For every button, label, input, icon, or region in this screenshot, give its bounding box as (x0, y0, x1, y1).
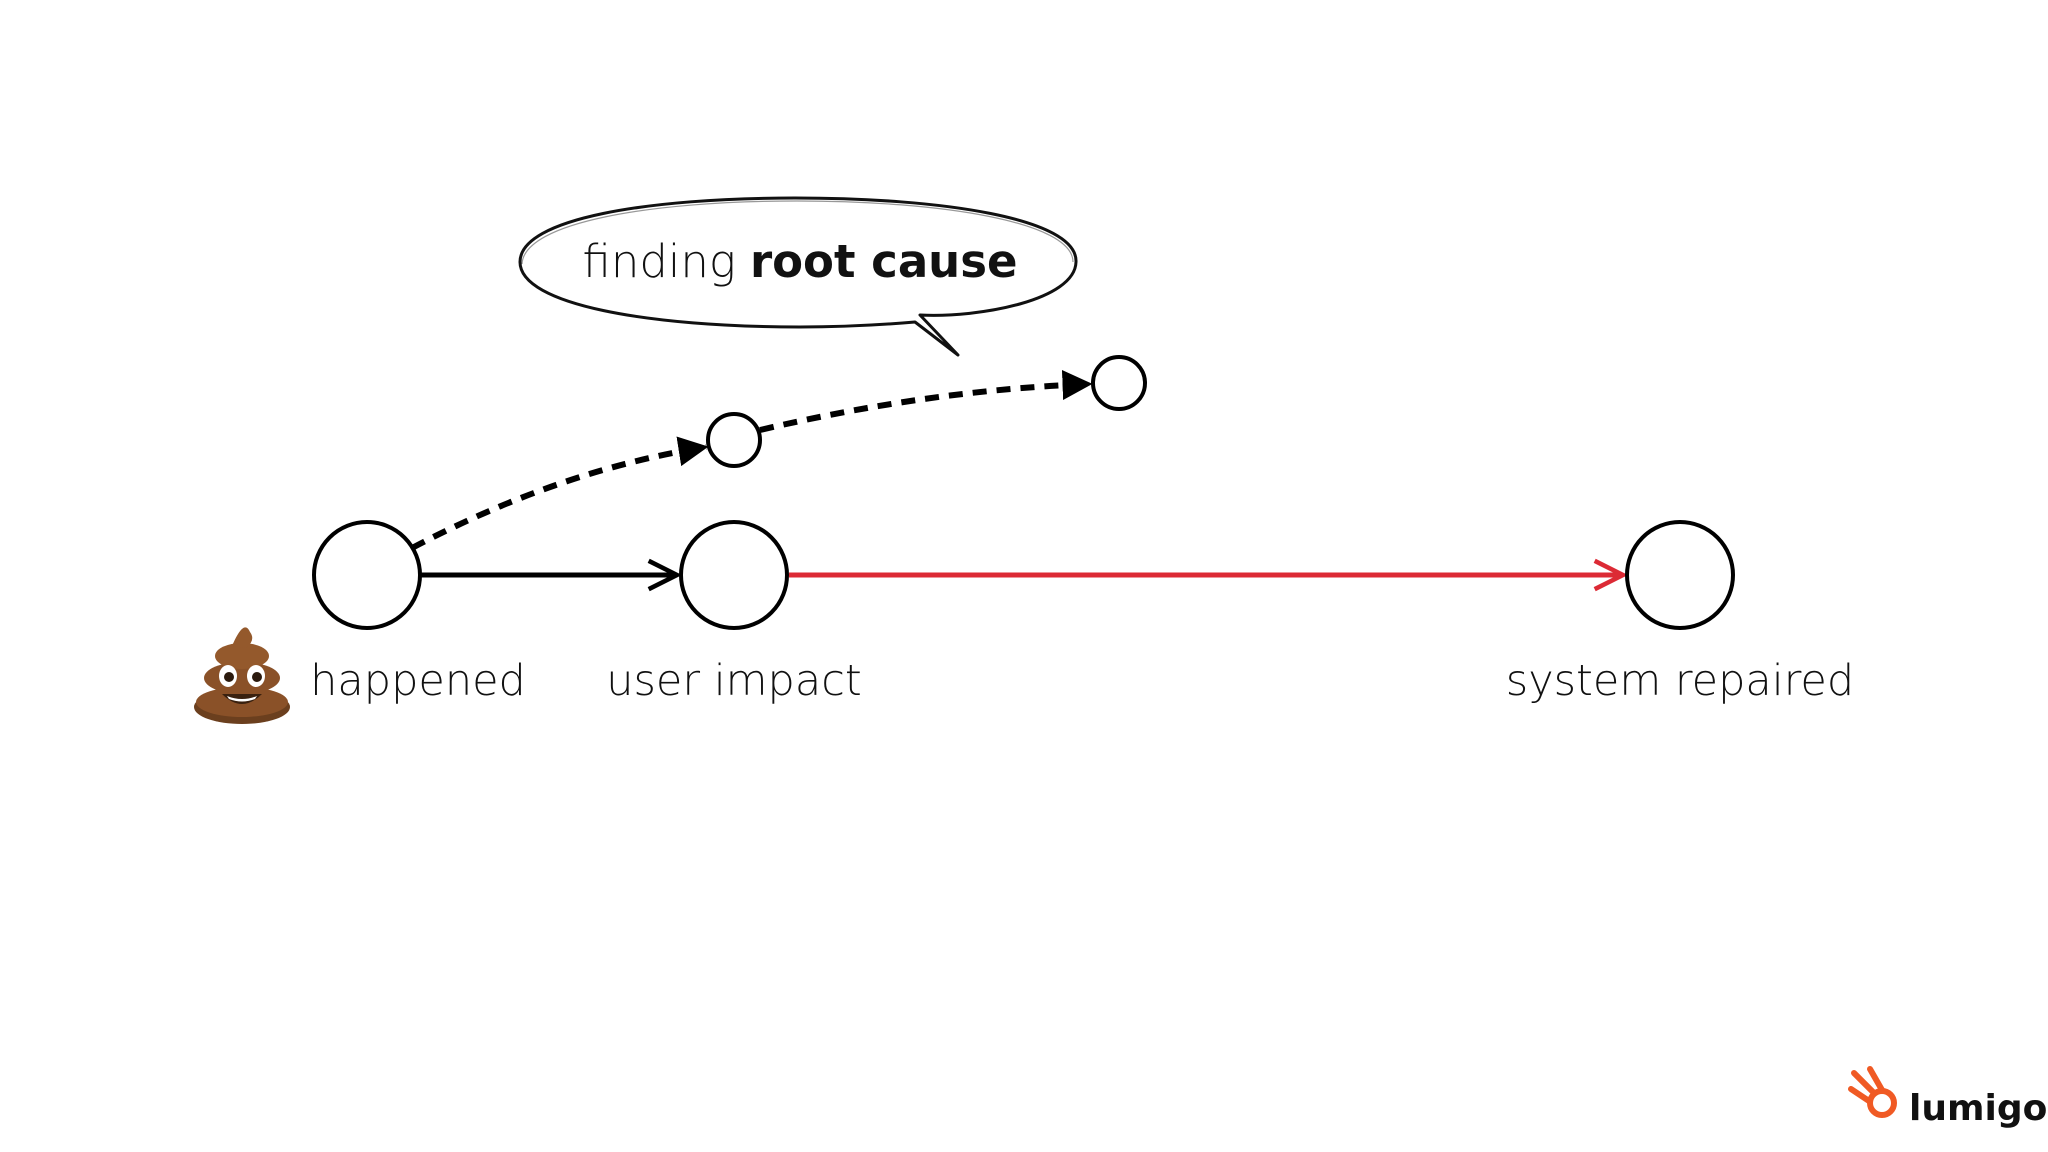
lumigo-logo-icon (1848, 1066, 1897, 1118)
node-user-impact (679, 520, 789, 630)
label-user-impact: user impact (606, 656, 861, 706)
speech-bubble-text-regular: finding (582, 235, 735, 288)
node-system-repaired (1625, 520, 1735, 630)
edge-happened-to-root-cause-step-1 (410, 436, 709, 551)
speech-bubble: finding root cause (518, 196, 1078, 357)
poop-icon (194, 627, 290, 724)
lumigo-logo: lumigo (1848, 1066, 2047, 1129)
label-happened: happened (310, 656, 526, 706)
speech-bubble-text-bold: root cause (750, 235, 1018, 288)
node-root-cause-step-1 (706, 412, 762, 468)
speech-bubble-text: finding root cause (582, 235, 1017, 288)
speech-bubble-outline (518, 196, 1078, 357)
node-happened (312, 520, 422, 630)
lumigo-logo-text: lumigo (1909, 1088, 2047, 1129)
node-root-cause-step-2 (1091, 355, 1147, 411)
edge-root-cause-step-1-to-step-2 (759, 370, 1093, 433)
label-system-repaired: system repaired (1506, 656, 1854, 706)
